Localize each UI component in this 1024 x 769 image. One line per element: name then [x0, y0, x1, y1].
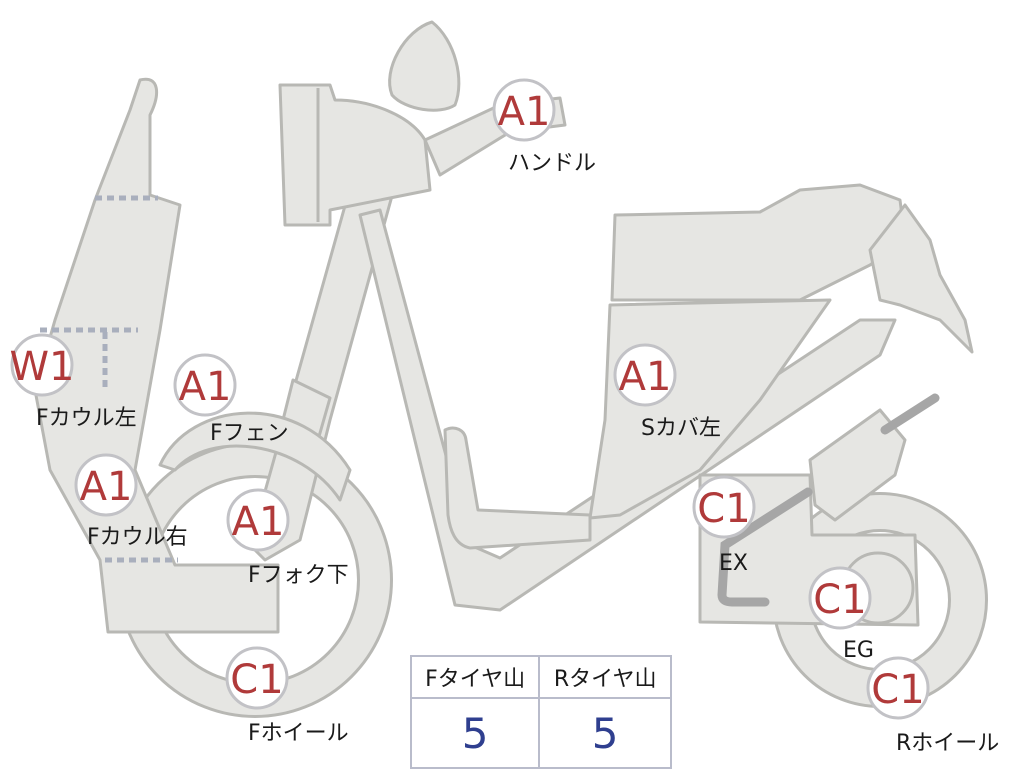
grade-marker-side-cover-left: A1 Sカバ左	[613, 343, 721, 441]
grade-code: A1	[232, 499, 285, 545]
rear-tread-header: Rタイヤ山	[538, 655, 672, 699]
grade-marker-front-fork: A1 Fフォク下	[226, 488, 349, 588]
grade-code: C1	[230, 657, 283, 703]
front-fender	[158, 411, 352, 502]
part-label: Fホイール	[248, 721, 349, 746]
grade-marker-front-wheel: C1 Fホイール	[225, 646, 349, 746]
front-tread-value: 5	[409, 697, 541, 769]
grade-marker-front-cowl-right: A1 Fカウル右	[74, 453, 188, 550]
grade-code: C1	[697, 486, 750, 532]
part-label: Fカウル右	[87, 525, 188, 550]
grade-code: A1	[80, 464, 133, 510]
floorboard	[443, 426, 592, 550]
rear-cowl	[868, 203, 974, 354]
tire-tread-table: Fタイヤ山 Rタイヤ山 5 5	[409, 655, 672, 769]
part-label: EX	[719, 551, 748, 576]
grade-marker-handle: A1 ハンドル	[492, 78, 596, 176]
frame-tube	[358, 208, 897, 612]
part-label: Fフェン	[210, 421, 289, 446]
rear-tread-value: 5	[538, 697, 672, 769]
grade-code: C1	[813, 577, 866, 623]
part-label: EG	[843, 638, 874, 663]
grade-code: A1	[498, 89, 551, 135]
grade-marker-engine: C1 EG	[808, 566, 874, 663]
grade-marker-exhaust: C1 EX	[692, 475, 756, 576]
grade-marker-front-fender: A1 Fフェン	[173, 353, 289, 446]
grade-code: A1	[179, 364, 232, 410]
exhaust-pipe	[717, 487, 813, 607]
grade-marker-rear-wheel: C1 Rホイール	[866, 656, 999, 756]
tread-header-row: Fタイヤ山 Rタイヤ山	[409, 655, 672, 699]
part-label: Sカバ左	[641, 416, 721, 441]
part-label: Rホイール	[896, 731, 999, 756]
grade-marker-front-cowl-left: W1 Fカウル左	[10, 333, 137, 431]
front-tread-header: Fタイヤ山	[409, 655, 541, 699]
rear-shock	[808, 408, 907, 522]
part-label: Fカウル左	[36, 406, 137, 431]
seat	[610, 183, 907, 302]
grade-code: W1	[10, 344, 75, 390]
tread-value-row: 5 5	[409, 697, 672, 769]
mirror	[388, 20, 461, 112]
shock-rod	[880, 393, 940, 435]
part-label: Fフォク下	[248, 563, 349, 588]
grade-code: C1	[871, 667, 924, 713]
part-label: ハンドル	[508, 151, 596, 176]
grade-code: A1	[619, 354, 672, 400]
